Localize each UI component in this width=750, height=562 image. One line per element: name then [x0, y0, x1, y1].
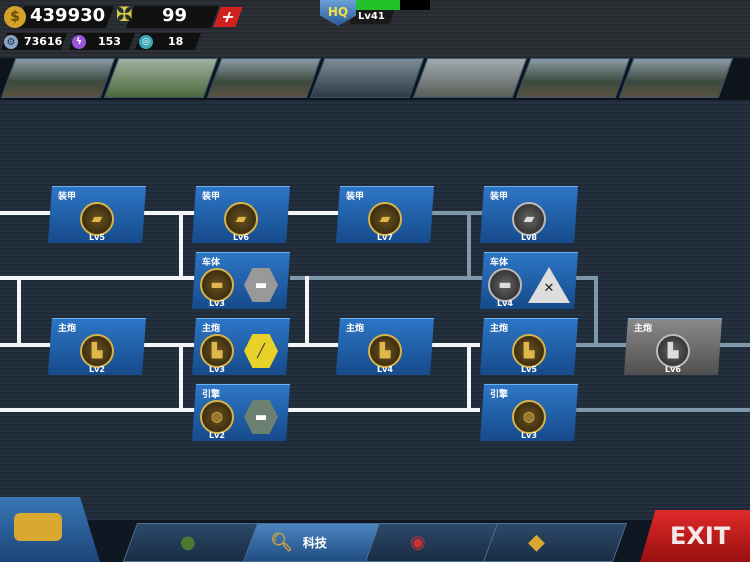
gear-icon: ⚙	[4, 35, 18, 49]
energy-orb-icon: ϟ	[72, 35, 86, 49]
tank-home-button[interactable]	[0, 497, 100, 562]
tech-node-armor-lv6[interactable]: 装甲▰Lv6	[192, 186, 290, 243]
gears-amount: 73616	[24, 35, 63, 48]
node-label: 装甲	[202, 192, 221, 202]
infantry-category-tab[interactable]	[0, 58, 116, 98]
node-label: 主炮	[634, 324, 653, 334]
tech-node-armor-lv8[interactable]: 装甲▰Lv8	[480, 186, 578, 243]
main-gun-icon: ▙	[512, 334, 546, 368]
medal-amount: 99	[162, 5, 188, 26]
medal-icon: ✠	[116, 2, 133, 26]
diamond-icon: ◆	[528, 530, 545, 555]
main-gun-icon: ▙	[80, 334, 114, 368]
locked-tank-hex-icon: ▬	[244, 400, 278, 434]
gold-coin-icon: $	[4, 6, 26, 28]
hq-level: Lv41	[358, 11, 385, 22]
node-label: 车体	[490, 258, 509, 268]
node-level: Lv6	[233, 233, 249, 242]
node-level: Lv4	[377, 365, 393, 374]
tab-shop[interactable]	[482, 523, 628, 562]
map-pin-icon: ◉	[410, 532, 426, 553]
wrench-hammer-upgrade-icon: ✕	[528, 267, 570, 303]
gold-amount: 439930	[30, 5, 106, 26]
node-level: Lv7	[377, 233, 393, 242]
tech-node-hull-lv4[interactable]: 车体▬Lv4 ✕	[480, 252, 578, 309]
node-level: Lv3	[521, 431, 537, 440]
node-level: Lv3	[209, 365, 225, 374]
tech-node-hull-lv3[interactable]: 车体▬Lv3▬	[192, 252, 290, 309]
tank-category-tab[interactable]	[103, 58, 219, 98]
armor-plate-icon: ▰	[80, 202, 114, 236]
magnifier-icon: 🔍︎	[270, 532, 293, 553]
bunker-category-tab[interactable]	[515, 58, 631, 98]
tech-node-gun-lv3[interactable]: 主炮▙Lv3 ╱	[192, 318, 290, 375]
unit-category-strip	[0, 58, 750, 100]
parts-amount: 18	[168, 35, 184, 48]
parts-icon: ◎	[139, 35, 153, 49]
node-level: Lv5	[521, 365, 537, 374]
node-level: Lv5	[89, 233, 105, 242]
gun-upgrade-hex-icon: ╱	[244, 334, 278, 368]
aircraft-category-tab[interactable]	[412, 58, 528, 98]
officer-cap-icon: ●	[180, 532, 196, 553]
tech-node-engine-lv3[interactable]: 引擎◍Lv3	[480, 384, 578, 441]
node-level: Lv2	[89, 365, 105, 374]
main-gun-icon: ▙	[200, 334, 234, 368]
main-gun-icon: ▙	[656, 334, 690, 368]
node-level: Lv4	[497, 299, 513, 308]
artillery-category-tab[interactable]	[206, 58, 322, 98]
tab-tech-label: 科技	[302, 536, 327, 550]
main-gun-icon: ▙	[368, 334, 402, 368]
engine-track-icon: ◍	[512, 400, 546, 434]
tech-node-engine-lv2[interactable]: 引擎◍Lv2 ▬	[192, 384, 290, 441]
node-label: 装甲	[58, 192, 77, 202]
node-label: 主炮	[490, 324, 509, 334]
node-level: Lv3	[209, 299, 225, 308]
node-label: 车体	[202, 258, 221, 268]
node-label: 装甲	[490, 192, 509, 202]
tech-node-gun-lv6[interactable]: 主炮▙Lv6	[624, 318, 722, 375]
tab-tech-content: 🔍︎ 科技	[270, 523, 327, 562]
tech-node-gun-lv4[interactable]: 主炮▙Lv4	[336, 318, 434, 375]
tank-hull-icon: ▬	[200, 268, 234, 302]
node-label: 引擎	[202, 390, 221, 400]
gold-tank-icon	[14, 513, 62, 541]
hq-progress-bar	[356, 0, 430, 10]
engine-track-icon: ◍	[200, 400, 234, 434]
node-level: Lv6	[665, 365, 681, 374]
node-level: Lv8	[521, 233, 537, 242]
node-label: 主炮	[202, 324, 221, 334]
node-label: 引擎	[490, 390, 509, 400]
locked-tank-hex-icon: ▬	[244, 268, 278, 302]
node-level: Lv2	[209, 431, 225, 440]
tech-node-armor-lv5[interactable]: 装甲▰Lv5	[48, 186, 146, 243]
node-label: 主炮	[58, 324, 77, 334]
energy-amount: 153	[98, 35, 121, 48]
node-label: 装甲	[346, 192, 365, 202]
navy-category-tab[interactable]	[309, 58, 425, 98]
armor-plate-icon: ▰	[224, 202, 258, 236]
node-label: 主炮	[346, 324, 365, 334]
anti-air-category-tab[interactable]	[618, 58, 734, 98]
tank-hull-icon: ▬	[488, 268, 522, 302]
tech-node-gun-lv5[interactable]: 主炮▙Lv5	[480, 318, 578, 375]
tech-node-armor-lv7[interactable]: 装甲▰Lv7	[336, 186, 434, 243]
armor-plate-icon: ▰	[512, 202, 546, 236]
armor-plate-icon: ▰	[368, 202, 402, 236]
tech-node-gun-lv2[interactable]: 主炮▙Lv2	[48, 318, 146, 375]
exit-button[interactable]: EXIT	[640, 510, 750, 562]
